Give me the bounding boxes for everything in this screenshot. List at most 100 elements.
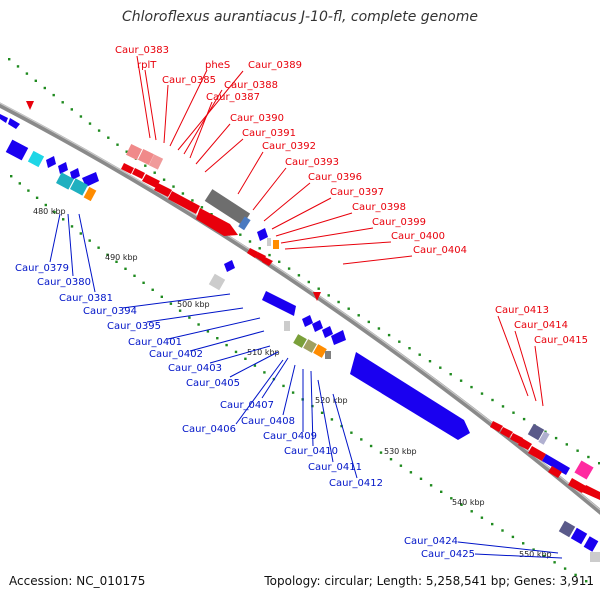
gene-label[interactable]: Caur_0392 xyxy=(262,141,316,152)
gene-label[interactable]: Caur_0391 xyxy=(242,128,296,139)
gene-label[interactable]: Caur_0385 xyxy=(162,75,216,86)
gene-label[interactable]: Caur_0425 xyxy=(421,549,475,560)
gene-arrow[interactable] xyxy=(168,191,200,214)
gene-label[interactable]: Caur_0414 xyxy=(514,320,568,331)
gene-block[interactable] xyxy=(267,238,271,246)
gene-arrow[interactable] xyxy=(490,421,503,432)
gene-arrow[interactable] xyxy=(350,352,470,440)
tick-dot xyxy=(470,510,473,513)
gene-label[interactable]: Caur_0404 xyxy=(413,245,467,256)
gene-label[interactable]: Caur_0415 xyxy=(534,335,588,346)
gene-arrow[interactable] xyxy=(154,183,172,197)
gene-arrow[interactable] xyxy=(322,326,333,338)
gene-block[interactable] xyxy=(208,273,226,291)
gene-block[interactable] xyxy=(284,321,290,331)
gene-block[interactable] xyxy=(56,172,74,190)
gene-block[interactable] xyxy=(570,527,588,545)
gene-arrow[interactable] xyxy=(224,260,235,272)
gene-arrow[interactable] xyxy=(255,252,266,262)
gene-label[interactable]: Caur_0395 xyxy=(107,321,161,332)
gene-label[interactable]: Caur_0390 xyxy=(230,113,284,124)
gene-block[interactable] xyxy=(303,339,317,353)
gene-arrow[interactable] xyxy=(302,315,313,327)
gene-arrow[interactable] xyxy=(262,257,273,266)
gene-label[interactable]: Caur_0394 xyxy=(83,306,137,317)
tick-dot xyxy=(61,101,64,104)
gene-block[interactable] xyxy=(204,189,251,226)
gene-arrow[interactable] xyxy=(510,433,523,444)
gene-block[interactable] xyxy=(583,536,599,552)
gene-arrow[interactable] xyxy=(121,163,134,174)
gene-label[interactable]: Caur_0424 xyxy=(404,536,458,547)
gene-label[interactable]: Caur_0397 xyxy=(330,187,384,198)
gene-arrow[interactable] xyxy=(132,168,145,179)
gene-block[interactable] xyxy=(558,520,576,538)
gene-block[interactable] xyxy=(148,154,164,170)
gene-label[interactable]: Caur_0401 xyxy=(128,337,182,348)
gene-block[interactable] xyxy=(590,552,600,562)
gene-label[interactable]: Caur_0399 xyxy=(372,217,426,228)
gene-arrow[interactable] xyxy=(257,228,268,241)
gene-label[interactable]: Caur_0388 xyxy=(224,80,278,91)
tick-dot xyxy=(408,347,411,350)
gene-label[interactable]: Caur_0398 xyxy=(352,202,406,213)
gene-arrow[interactable] xyxy=(500,427,513,438)
gene-block[interactable] xyxy=(293,334,307,348)
gene-arrow[interactable] xyxy=(0,114,8,123)
gene-block[interactable] xyxy=(70,178,88,196)
gene-label[interactable]: Caur_0406 xyxy=(182,424,236,435)
gene-block[interactable] xyxy=(27,150,45,168)
gene-arrow[interactable] xyxy=(196,208,238,236)
gene-label[interactable]: Caur_0379 xyxy=(15,263,69,274)
gene-arrow[interactable] xyxy=(528,446,546,461)
gene-arrow[interactable] xyxy=(542,454,570,475)
gene-arrow[interactable] xyxy=(331,330,346,345)
gene-label[interactable]: Caur_0405 xyxy=(186,378,240,389)
gene-label[interactable]: Caur_0413 xyxy=(495,305,549,316)
gene-arrow[interactable] xyxy=(247,248,258,258)
gene-block[interactable] xyxy=(238,216,251,231)
leader-line xyxy=(497,315,529,397)
gene-label[interactable]: pheS xyxy=(205,60,230,71)
gene-arrow[interactable] xyxy=(70,168,80,180)
gene-arrow[interactable] xyxy=(568,478,586,493)
gene-arrow[interactable] xyxy=(8,118,20,129)
gene-arrow[interactable] xyxy=(582,485,600,500)
gene-label[interactable]: Caur_0396 xyxy=(308,172,362,183)
gene-label[interactable]: Caur_0380 xyxy=(37,277,91,288)
gene-arrow[interactable] xyxy=(548,466,562,478)
gene-arrow[interactable] xyxy=(46,156,56,168)
gene-arrow[interactable] xyxy=(312,320,323,332)
gene-block[interactable] xyxy=(574,460,594,480)
gene-label[interactable]: Caur_0403 xyxy=(168,363,222,374)
gene-label[interactable]: Caur_0410 xyxy=(284,446,338,457)
gene-arrow[interactable] xyxy=(82,172,99,187)
gene-label[interactable]: Caur_0411 xyxy=(308,462,362,473)
gene-block[interactable] xyxy=(313,344,327,358)
gene-label[interactable]: Caur_0400 xyxy=(391,231,445,242)
gene-arrow[interactable] xyxy=(142,174,160,188)
gene-label[interactable]: Caur_0409 xyxy=(263,431,317,442)
gene-block[interactable] xyxy=(125,143,143,161)
gene-arrow[interactable] xyxy=(58,162,68,174)
gene-label[interactable]: rplT xyxy=(137,60,157,71)
gene-block[interactable] xyxy=(137,148,155,166)
gene-label[interactable]: Caur_0383 xyxy=(115,45,169,56)
gene-block[interactable] xyxy=(527,423,545,441)
gene-block[interactable] xyxy=(83,186,97,202)
gene-block[interactable] xyxy=(5,139,29,161)
gene-label[interactable]: Caur_0389 xyxy=(248,60,302,71)
gene-label[interactable]: Caur_0387 xyxy=(206,92,260,103)
gene-label[interactable]: Caur_0408 xyxy=(241,416,295,427)
gene-arrow[interactable] xyxy=(518,438,532,450)
gene-block[interactable] xyxy=(273,240,279,249)
gene-label[interactable]: Caur_0393 xyxy=(285,157,339,168)
gene-block[interactable] xyxy=(538,431,550,445)
gene-label[interactable]: Caur_0412 xyxy=(329,478,383,489)
gene-label[interactable]: Caur_0407 xyxy=(220,400,274,411)
gene-label[interactable]: Caur_0381 xyxy=(59,293,113,304)
gene-arrow[interactable] xyxy=(262,291,296,316)
gene-block[interactable] xyxy=(325,351,331,359)
gene-label[interactable]: Caur_0402 xyxy=(149,349,203,360)
tick-dot xyxy=(53,210,56,214)
